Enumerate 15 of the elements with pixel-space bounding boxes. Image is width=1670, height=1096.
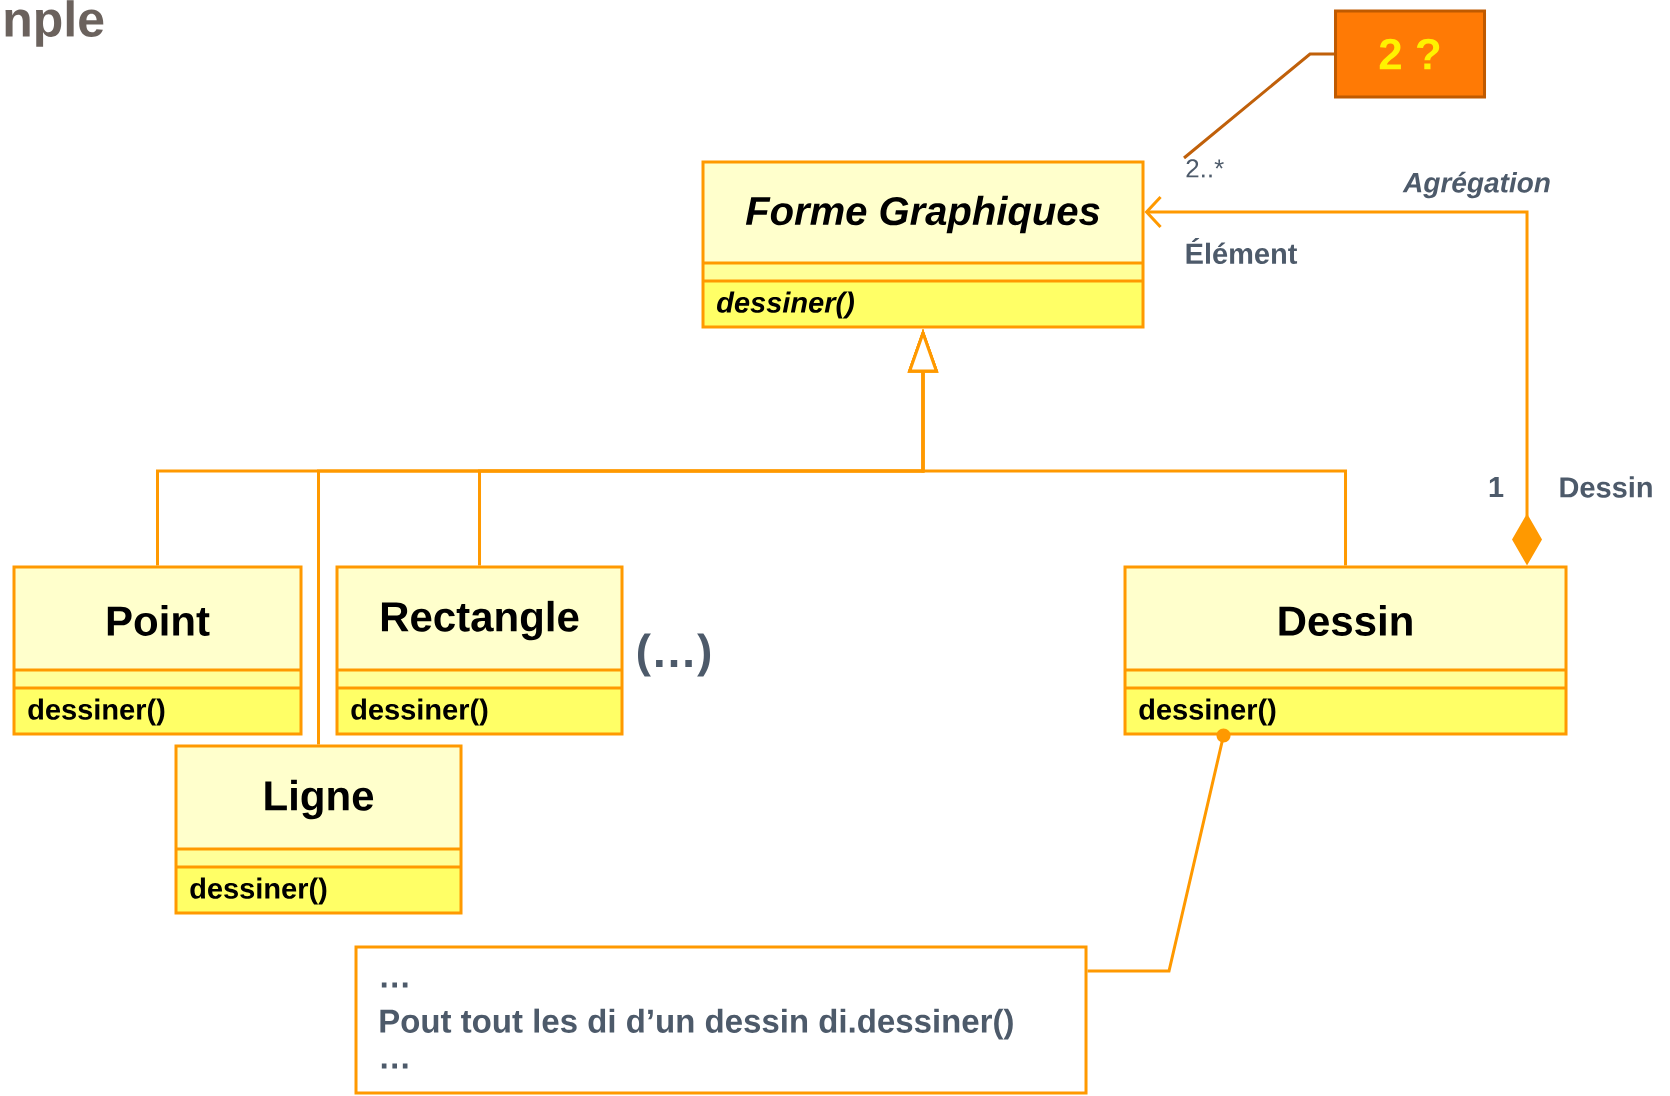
question-box: 2 ? (1334, 9, 1486, 99)
role-label: Élément (1186, 238, 1298, 264)
leader-line (1183, 52, 1334, 160)
multiplicity: 2..* (1186, 159, 1224, 178)
class-box: Dessin dessiner() (1123, 565, 1568, 736)
note-box: … Pout tout les di d’un dessin di.dessiner() … (354, 945, 1088, 1095)
class-box: Ligne dessiner() (174, 744, 463, 915)
note-connector (1087, 728, 1231, 973)
edge-label: Agrégation (1402, 171, 1550, 199)
class-box: Point dessiner() (12, 565, 303, 736)
page-title: nple (5, 0, 104, 47)
multiplicity: 1 (1489, 477, 1504, 497)
role-label: Dessin (1560, 476, 1652, 498)
class-box: Rectangle dessiner() (335, 565, 624, 736)
class-box: Forme Graphiques dessiner() (701, 160, 1145, 329)
